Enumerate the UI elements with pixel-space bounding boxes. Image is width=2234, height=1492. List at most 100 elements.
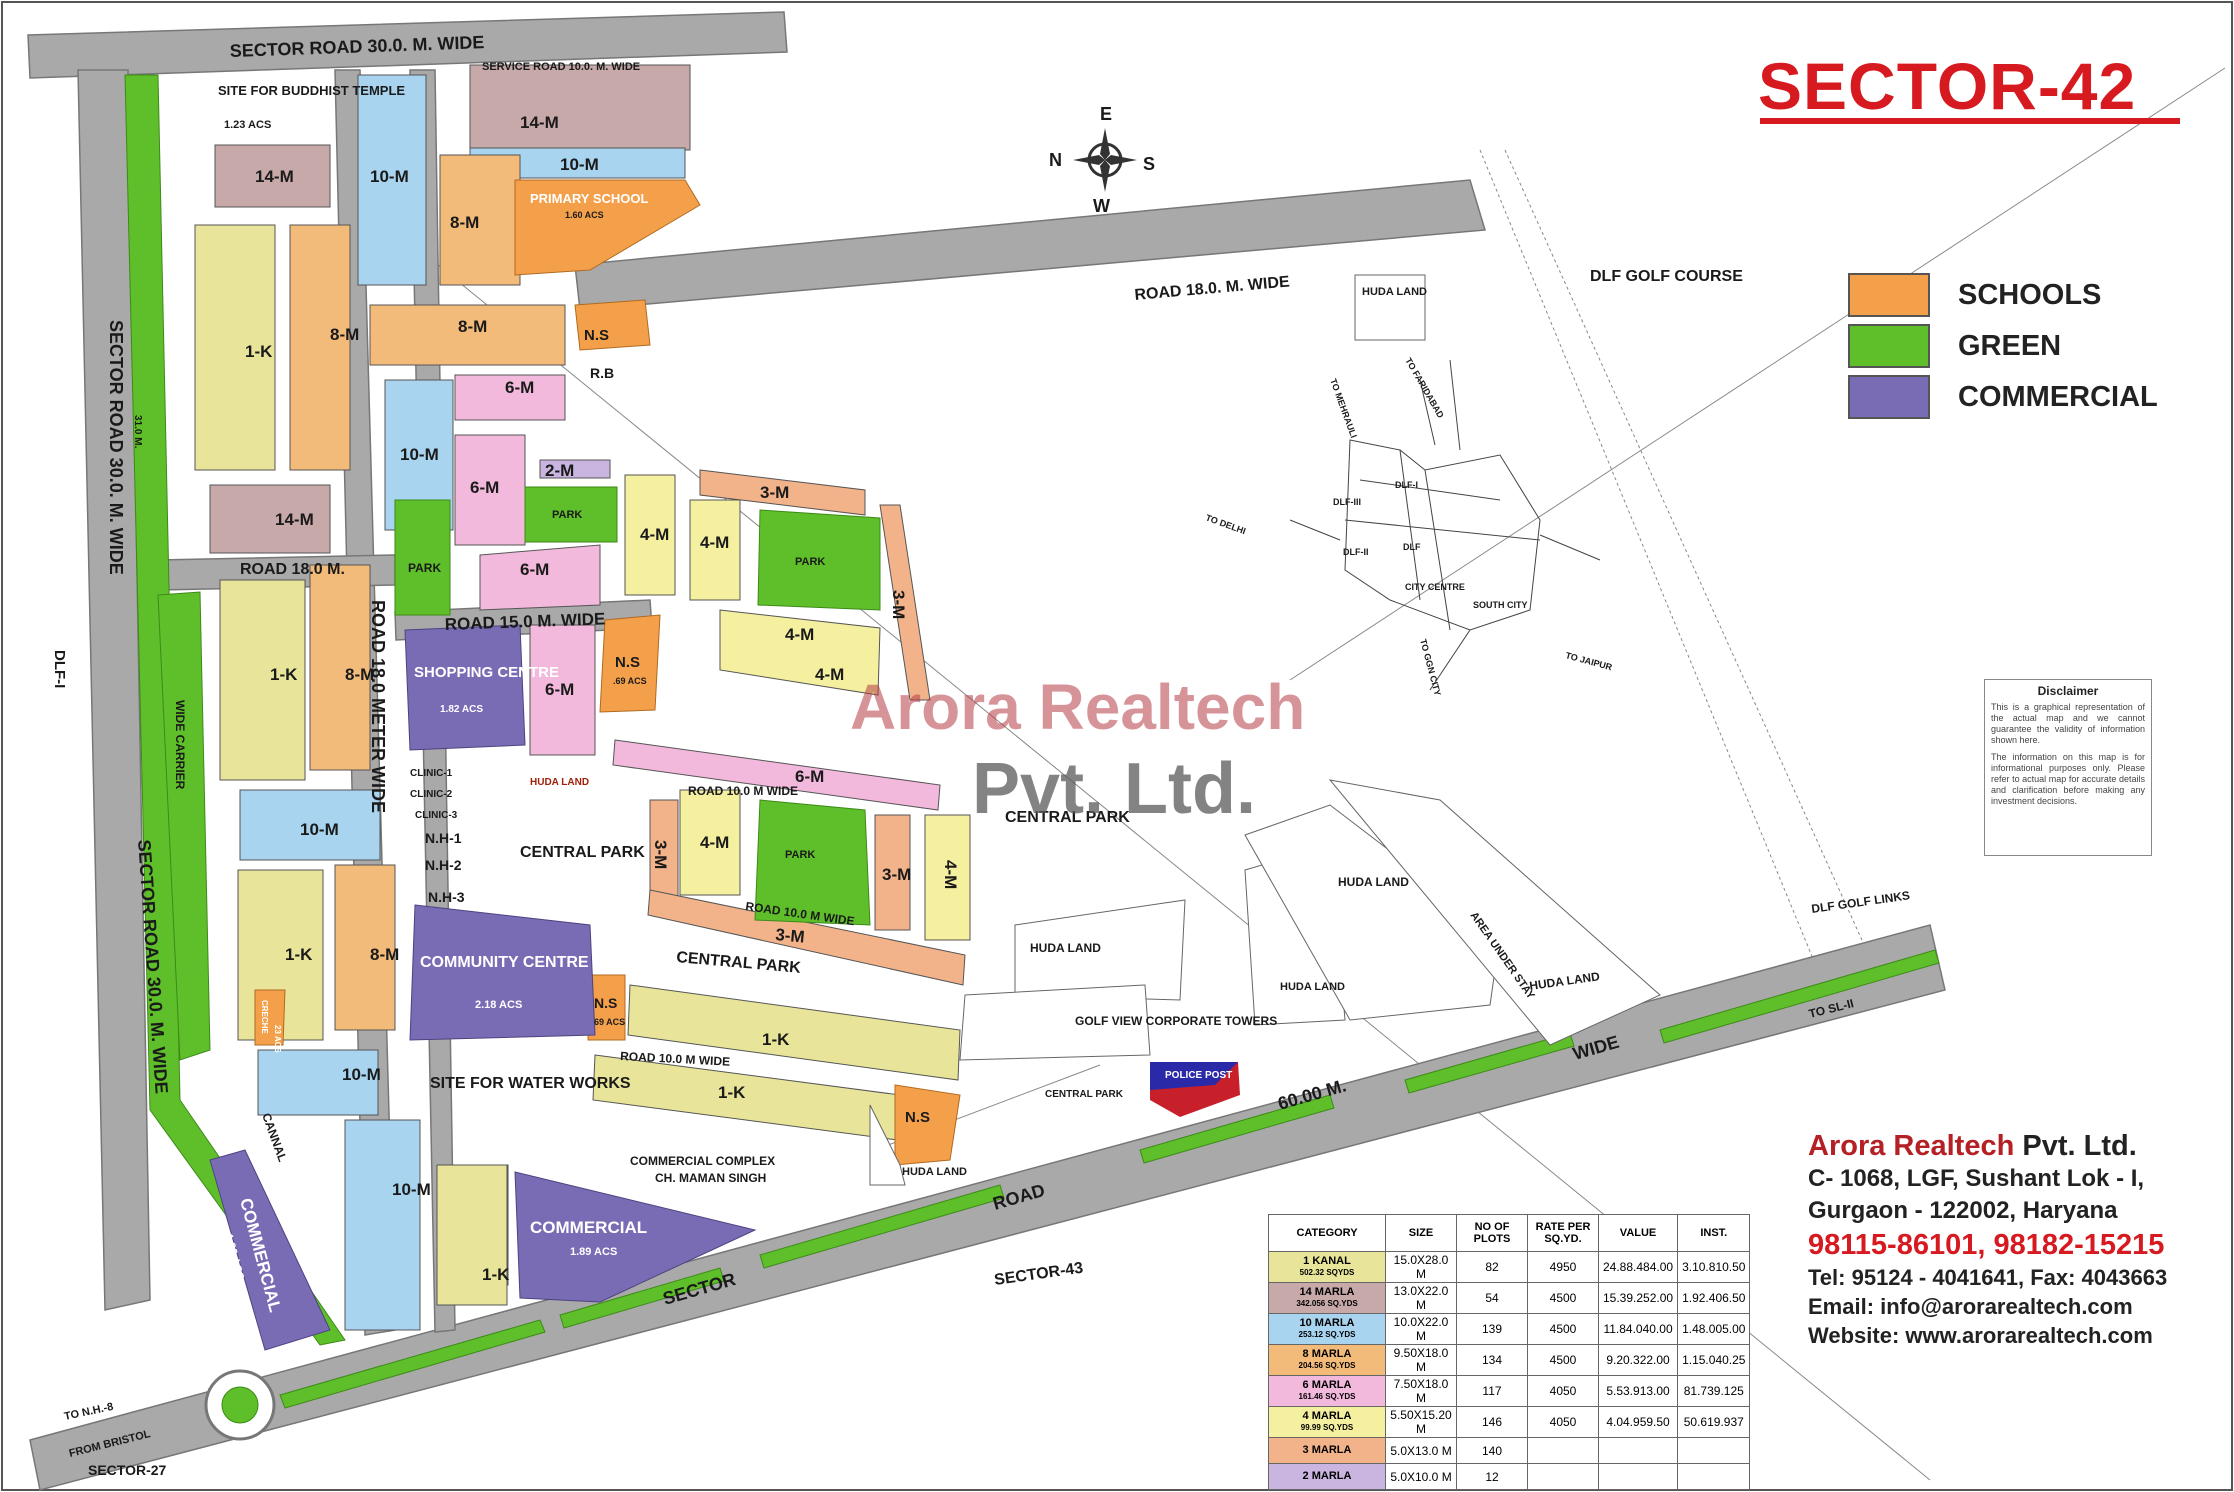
- shopping-centre: [404, 624, 526, 751]
- map-title: SECTOR-42: [1758, 49, 2137, 123]
- ns-1: [574, 299, 651, 351]
- block-10m-e: [344, 1119, 421, 1331]
- label-park-b: PARK: [552, 509, 582, 521]
- legend-label: COMMERCIAL: [1958, 380, 2158, 413]
- rate-size-cell: 10.0X22.0 M: [1385, 1313, 1457, 1345]
- company-info: Arora Realtech Pvt. Ltd. C- 1068, LGF, S…: [1808, 1130, 2228, 1350]
- rate-rate-cell: 4050: [1527, 1406, 1599, 1438]
- label-6m-d: 6-M: [545, 680, 574, 699]
- legend-item-green: GREEN: [1848, 321, 2158, 371]
- label-huda-land-g: HUDA LAND: [530, 777, 589, 788]
- label-maman-singh: CH. MAMAN SINGH: [655, 1171, 766, 1185]
- label-park-c: PARK: [795, 556, 825, 568]
- company-name-a: Arora Realtech: [1808, 1130, 2015, 1162]
- label-1k-c: 1-K: [285, 945, 313, 964]
- rate-rate-cell: 4500: [1527, 1344, 1599, 1376]
- company-name-b: Pvt. Ltd.: [2014, 1130, 2137, 1162]
- rate-plots-cell: 54: [1456, 1282, 1528, 1314]
- label-1k-f: 1-K: [482, 1265, 510, 1284]
- label-dlf-golf-course: DLF GOLF COURSE: [1590, 268, 1743, 285]
- label-central-park-d: CENTRAL PARK: [1045, 1089, 1124, 1100]
- label-nh2: N.H-2: [425, 857, 462, 873]
- rate-rate-cell: 4950: [1527, 1251, 1599, 1283]
- legend-swatch-commercial: [1848, 375, 1930, 419]
- company-email[interactable]: Email: info@arorarealtech.com: [1808, 1294, 2133, 1319]
- rate-value-cell: [1597, 1463, 1679, 1490]
- label-huda-land-b: HUDA LAND: [1338, 875, 1409, 889]
- block-4m-a: [624, 474, 676, 596]
- label-3m-d: 3-M: [882, 865, 911, 884]
- label-10m-b: 10-M: [400, 445, 439, 464]
- label-clinic-2: CLINIC-2: [410, 789, 453, 800]
- block-1k-f: [436, 1164, 508, 1306]
- block-8m-b: [289, 224, 351, 471]
- compass: E N S W: [1049, 104, 1155, 216]
- disclaimer-box: Disclaimer This is a graphical represent…: [1984, 679, 2152, 856]
- header-rate: RATE PER SQ.YD.: [1527, 1214, 1599, 1252]
- label-huda-land-a: HUDA LAND: [1030, 941, 1101, 955]
- commercial-side: [209, 1149, 331, 1351]
- label-park-d: PARK: [785, 849, 815, 861]
- schools: [254, 179, 961, 1166]
- label-community-area: 2.18 ACS: [475, 999, 522, 1011]
- rate-value-cell: 4.04.959.50: [1597, 1406, 1679, 1438]
- label-clinic-3: CLINIC-3: [415, 810, 458, 821]
- rate-value-cell: 9.20.322.00: [1597, 1344, 1679, 1376]
- block-14m-left: [214, 144, 331, 208]
- label-8m-c: 8-M: [458, 317, 487, 336]
- block-3m-a: [699, 469, 866, 516]
- label-8m-e: 8-M: [370, 945, 399, 964]
- block-2m: [539, 459, 611, 479]
- block-14m-top: [469, 64, 691, 151]
- label-green-31: 31.0 M.: [132, 415, 143, 449]
- block-6m-c: [479, 544, 601, 611]
- label-1k-d: 1-K: [762, 1030, 790, 1049]
- primary-school: [514, 179, 701, 276]
- block-10m-a: [357, 74, 427, 286]
- block-3m-e: [647, 889, 966, 986]
- legend-item-schools: SCHOOLS: [1848, 270, 2158, 320]
- commercial-areas: [209, 624, 757, 1351]
- rate-category-label: 4 MARLA: [1302, 1410, 1352, 1422]
- road-18-diagonal: [574, 179, 1486, 311]
- rate-category-label: 8 MARLA: [1302, 1348, 1352, 1360]
- legend-label: SCHOOLS: [1958, 278, 2102, 311]
- label-14m-mid: 14-M: [275, 510, 314, 529]
- rate-inst-cell: 1.15.040.25: [1677, 1344, 1751, 1376]
- label-nh1: N.H-1: [425, 830, 462, 846]
- company-website[interactable]: Website: www.arorarealtech.com: [1808, 1323, 2153, 1348]
- label-central-park-c: CENTRAL PARK: [1005, 809, 1130, 826]
- block-6m-b: [454, 434, 526, 546]
- rate-inst-cell: 1.48.005.00: [1677, 1313, 1751, 1345]
- compass-w: W: [1093, 196, 1110, 216]
- label-huda-land-f: HUDA LAND: [1362, 286, 1427, 298]
- label-inset-dlf1: DLF-I: [1395, 480, 1418, 490]
- rate-category-label: 1 KANAL: [1303, 1255, 1351, 1267]
- rate-plots-cell: 140: [1456, 1437, 1528, 1464]
- commercial-block: [514, 1171, 757, 1303]
- label-shopping-area: 1.82 ACS: [440, 704, 483, 715]
- label-10m-c: 10-M: [300, 820, 339, 839]
- label-sector-27: SECTOR-27: [88, 1462, 167, 1478]
- rate-inst-cell: 3.10.810.50: [1677, 1251, 1751, 1283]
- label-10m-d: 10-M: [342, 1065, 381, 1084]
- block-14m-mid: [209, 484, 331, 554]
- label-inset-dlf3: DLF-III: [1333, 497, 1361, 507]
- rate-rate-cell: 4500: [1527, 1282, 1599, 1314]
- label-road-10-c: ROAD 10.0 M WIDE: [620, 1049, 731, 1069]
- company-name: Arora Realtech Pvt. Ltd.: [1808, 1130, 2228, 1163]
- label-14m-top: 14-M: [520, 113, 559, 132]
- rate-size-cell: 5.0X13.0 M: [1385, 1437, 1457, 1464]
- label-central-park-a: CENTRAL PARK: [520, 844, 645, 861]
- block-3m-b: [879, 504, 931, 701]
- disclaimer-text-1: This is a graphical representation of th…: [1991, 702, 2145, 745]
- label-10m-a: 10-M: [370, 167, 409, 186]
- header-category: CATEGORY: [1268, 1214, 1386, 1252]
